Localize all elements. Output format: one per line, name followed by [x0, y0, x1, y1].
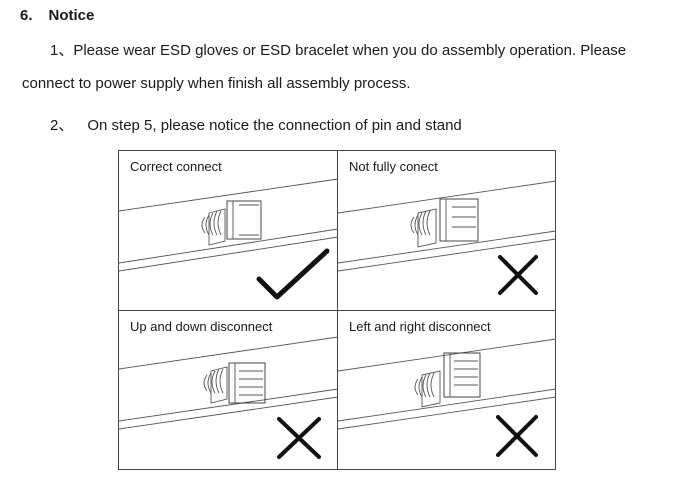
section-heading: 6. Notice: [20, 7, 94, 24]
panel-not-fully-connect: Not fully conect: [338, 151, 556, 311]
item1-line1: 1、Please wear ESD gloves or ESD bracelet…: [50, 42, 627, 59]
panel-correct-connect: Correct connect: [119, 151, 338, 311]
check-mark-icon: [256, 248, 330, 300]
panel-left-right-disconnect: Left and right disconnect: [338, 311, 556, 470]
connection-diagram-grid: Correct connect Not fully conect: [118, 150, 556, 470]
section-title: Notice: [48, 7, 95, 24]
connector-illustration: [119, 336, 338, 459]
panel-up-down-disconnect: Up and down disconnect: [119, 311, 338, 470]
cross-mark-icon: [498, 255, 538, 295]
connector-illustration: [338, 338, 556, 457]
item1-line2: connect to power supply when finish all …: [22, 75, 411, 92]
cross-mark-icon: [496, 415, 538, 457]
panel-label: Not fully conect: [349, 159, 441, 174]
item1-number: 1、: [50, 42, 74, 59]
item2-line: 2、On step 5, please notice the connectio…: [50, 117, 462, 134]
cross-mark-icon: [277, 417, 321, 459]
connector-illustration: [338, 180, 556, 295]
connector-illustration: [119, 178, 338, 300]
panel-label: Up and down disconnect: [130, 319, 276, 334]
panel-label: Left and right disconnect: [349, 319, 494, 334]
panel-label: Correct connect: [130, 159, 225, 174]
item2-number: 2、: [50, 117, 74, 134]
section-number: 6.: [20, 7, 33, 24]
